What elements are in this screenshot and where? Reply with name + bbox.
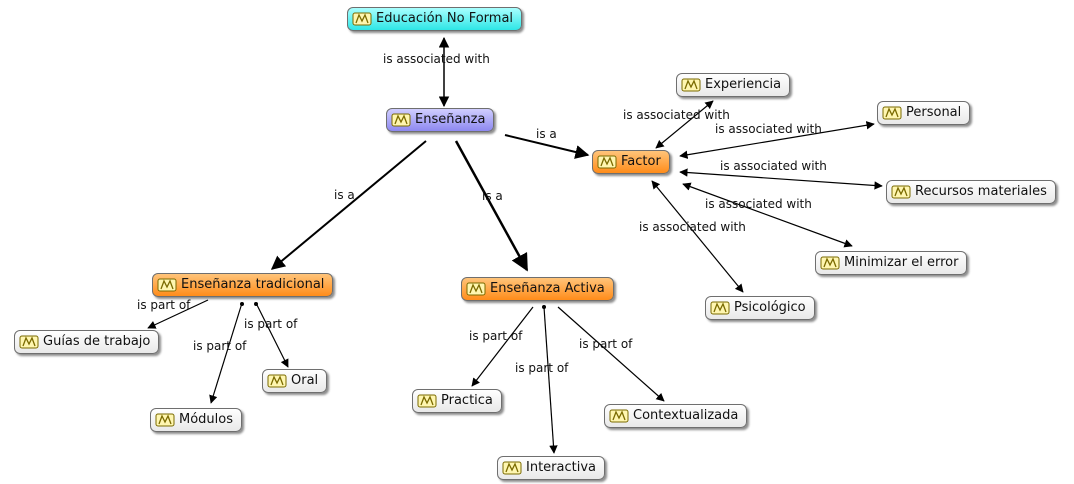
node-ensenanza-tradicional[interactable]: Enseñanza tradicional — [152, 273, 334, 297]
link-label-tradicional-oral: is part of — [244, 317, 298, 331]
link-line-factor-personal — [679, 121, 875, 159]
link-label-activa-interactiva: is part of — [515, 361, 569, 375]
node-label: Recursos materiales — [915, 184, 1047, 199]
node-experiencia[interactable]: Experiencia — [676, 73, 791, 97]
link-label-educacion-ensenanza: is associated with — [383, 52, 490, 66]
concept-icon — [391, 113, 411, 127]
link-label-ensenanza-activa: is a — [482, 189, 503, 203]
concept-icon — [891, 185, 911, 199]
node-ensenanza-activa[interactable]: Enseñanza Activa — [461, 277, 614, 301]
node-interactiva[interactable]: Interactiva — [497, 456, 605, 480]
node-oral[interactable]: Oral — [262, 369, 328, 393]
link-label-ensenanza-tradicional: is a — [334, 188, 355, 202]
link-line-ensenanza-activa — [454, 140, 529, 272]
concept-icon — [352, 12, 372, 26]
link-line-activa-contextualizada — [557, 306, 665, 402]
link-line-ensenanza-tradicional — [270, 140, 427, 270]
concept-icon — [417, 394, 437, 408]
node-label: Psicológico — [734, 300, 806, 315]
node-label: Experiencia — [705, 77, 782, 92]
link-line-activa-interactiva — [543, 306, 558, 454]
node-label: Minimizar el error — [844, 255, 959, 270]
node-educacion-no-formal[interactable]: Educación No Formal — [347, 7, 523, 31]
node-ensenanza[interactable]: Enseñanza — [386, 108, 495, 132]
link-line-tradicional-modulos — [209, 302, 243, 404]
link-label-tradicional-modulos: is part of — [193, 339, 247, 353]
node-label: Practica — [441, 393, 493, 408]
node-label: Contextualizada — [633, 408, 739, 423]
node-contextualizada[interactable]: Contextualizada — [604, 404, 748, 428]
concept-icon — [19, 335, 39, 349]
node-label: Enseñanza tradicional — [181, 277, 325, 292]
concept-icon — [466, 282, 486, 296]
node-recursos-materiales[interactable]: Recursos materiales — [886, 180, 1056, 204]
node-label: Enseñanza — [415, 112, 486, 127]
node-label: Guías de trabajo — [43, 334, 151, 349]
link-label-ensenanza-factor: is a — [536, 127, 557, 141]
node-label: Personal — [906, 105, 962, 120]
concept-icon — [882, 106, 902, 120]
concept-icon — [710, 301, 730, 315]
concept-icon — [267, 374, 287, 388]
link-anchor-dot — [240, 302, 244, 306]
node-label: Enseñanza Activa — [490, 281, 605, 296]
node-factor[interactable]: Factor — [592, 150, 670, 174]
link-line-factor-recursos — [679, 168, 883, 190]
link-label-factor-experiencia: is associated with — [623, 108, 730, 122]
link-label-activa-contextualizada: is part of — [579, 337, 633, 351]
link-line-tradicional-oral — [255, 302, 289, 368]
link-label-factor-minimizar: is associated with — [705, 197, 812, 211]
concept-icon — [502, 461, 522, 475]
link-anchor-dot — [542, 305, 546, 309]
node-minimizar-el-error[interactable]: Minimizar el error — [815, 251, 968, 275]
link-line-factor-minimizar — [682, 182, 853, 248]
concept-icon — [609, 409, 629, 423]
concept-icon — [155, 413, 175, 427]
link-line-activa-practica — [471, 306, 534, 387]
link-line-ensenanza-factor — [504, 134, 590, 159]
link-label-activa-practica: is part of — [469, 329, 523, 343]
node-label: Oral — [291, 373, 319, 388]
node-personal[interactable]: Personal — [877, 101, 971, 125]
link-anchor-dot — [254, 302, 258, 306]
link-label-factor-personal: is associated with — [715, 122, 822, 136]
link-label-factor-psicologico: is associated with — [639, 220, 746, 234]
concept-icon — [597, 155, 617, 169]
node-practica[interactable]: Practica — [412, 389, 502, 413]
node-label: Interactiva — [526, 460, 596, 475]
link-label-factor-recursos: is associated with — [720, 159, 827, 173]
node-guias-de-trabajo[interactable]: Guías de trabajo — [14, 330, 160, 354]
node-label: Factor — [621, 154, 661, 169]
link-line-tradicional-guias — [147, 299, 209, 329]
concept-icon — [681, 78, 701, 92]
node-label: Educación No Formal — [376, 11, 514, 26]
concept-icon — [157, 278, 177, 292]
link-line-factor-psicologico — [651, 180, 744, 293]
link-label-tradicional-guias: is part of — [137, 298, 191, 312]
node-modulos[interactable]: Módulos — [150, 408, 242, 432]
node-label: Módulos — [179, 412, 233, 427]
node-psicologico[interactable]: Psicológico — [705, 296, 815, 320]
concept-icon — [820, 256, 840, 270]
